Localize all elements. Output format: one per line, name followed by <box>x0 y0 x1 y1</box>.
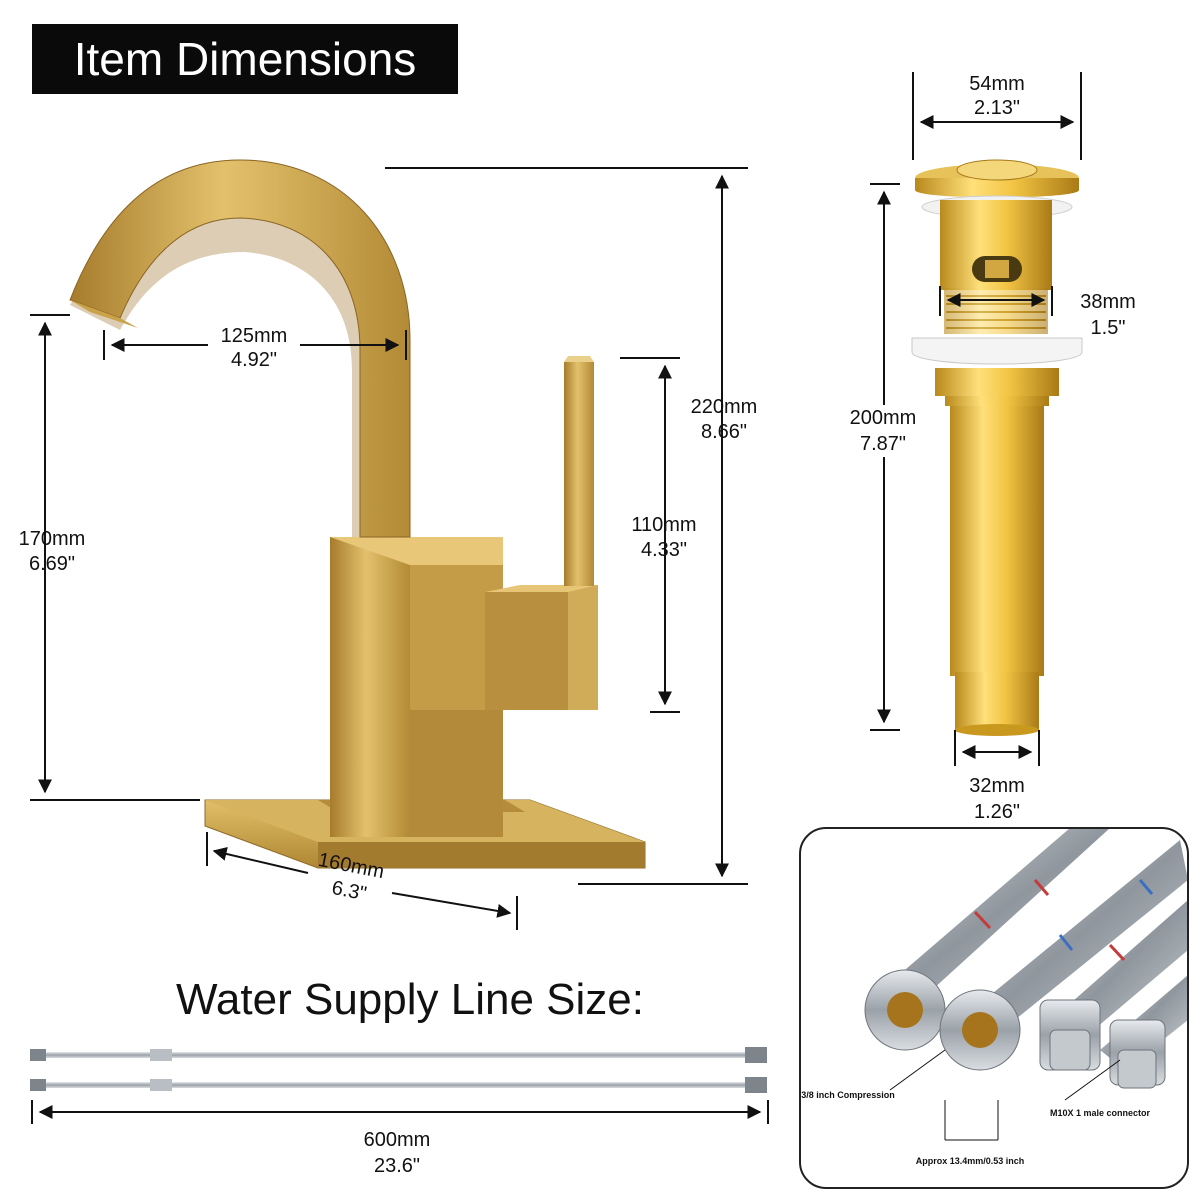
supply-length-in: 23.6" <box>374 1155 420 1177</box>
compression-label: 3/8 inch Compression <box>801 1090 895 1100</box>
supply-lines <box>30 1047 767 1093</box>
total-height-mm: 220mm <box>691 396 758 418</box>
supply-dimension-line <box>31 1100 769 1124</box>
plate-length-in: 6.3" <box>330 877 368 905</box>
drain-height-in: 7.87" <box>860 433 906 455</box>
drain-illustration <box>911 159 1083 736</box>
faucet-dimension-lines <box>30 167 748 930</box>
drain-thread-mm: 38mm <box>1080 291 1136 313</box>
supply-title: Water Supply Line Size: <box>176 975 644 1024</box>
page-title: Item Dimensions <box>73 33 417 85</box>
faucet-labels: 125mm 4.92" 220mm 8.66" 170mm 6.69" 110m… <box>19 325 758 905</box>
drain-top-in: 2.13" <box>974 97 1020 119</box>
total-height-in: 8.66" <box>701 421 747 443</box>
handle-height-mm: 110mm <box>631 514 696 536</box>
male-connector-label: M10X 1 male connector <box>1050 1108 1151 1118</box>
title-banner <box>32 24 458 94</box>
drain-tail-in: 1.26" <box>974 801 1020 823</box>
spout-reach-in: 4.92" <box>231 349 277 371</box>
spout-height-mm: 170mm <box>19 528 86 550</box>
handle-height-in: 4.33" <box>641 539 687 561</box>
hose-connector-inset: 3/8 inch Compression Approx 13.4mm/0.53 … <box>799 827 1189 1189</box>
drain-tail-mm: 32mm <box>969 775 1025 797</box>
approx-label: Approx 13.4mm/0.53 inch <box>916 1156 1025 1166</box>
drain-top-mm: 54mm <box>969 73 1025 95</box>
spout-reach-mm: 125mm <box>221 325 288 347</box>
drain-labels: 54mm 2.13" 38mm 1.5" 200mm 7.87" 32mm 1.… <box>838 72 1136 823</box>
supply-length-mm: 600mm <box>364 1129 431 1151</box>
faucet-illustration <box>69 159 646 869</box>
drain-thread-in: 1.5" <box>1091 317 1126 339</box>
drain-height-mm: 200mm <box>850 407 917 429</box>
spout-height-in: 6.69" <box>29 553 75 575</box>
